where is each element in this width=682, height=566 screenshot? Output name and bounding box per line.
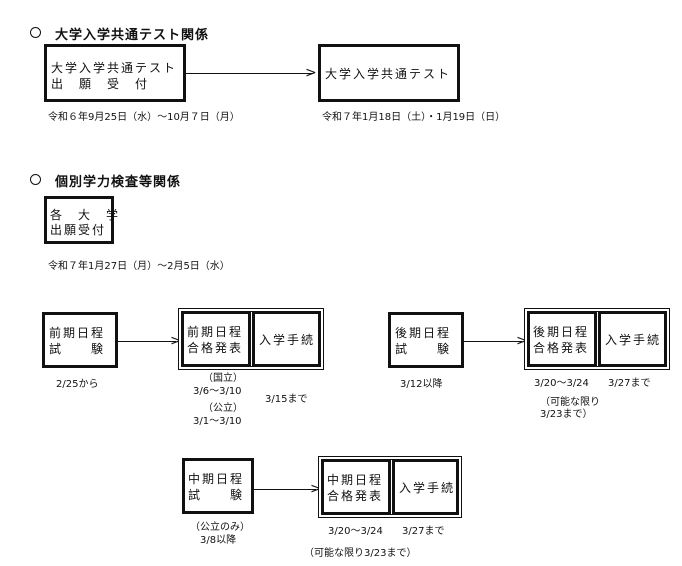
univ-apply-box: 各 大 学 出願受付 — [44, 196, 118, 244]
chuuki-exam-note: （公立のみ） — [190, 522, 250, 533]
section-header-individual: 個別学力検査等関係 — [30, 171, 181, 190]
kouki-exam-line2: 試 験 — [395, 342, 452, 356]
kouki-enroll-label: 入学手続 — [605, 333, 662, 347]
zenki-enroll-label: 入学手続 — [259, 333, 316, 347]
chuuki-exam-box: 中期日程 試 験 — [182, 458, 254, 514]
chuuki-exam-line2: 試 験 — [188, 488, 245, 502]
zenki-exam-line2: 試 験 — [49, 342, 106, 356]
zenki-note-kokuritsu: （国立） — [203, 373, 243, 384]
common-test-apply-line1: 大学入学共通テスト — [51, 61, 178, 75]
chuuki-enroll-label: 入学手続 — [399, 481, 456, 495]
kouki-exam-line1: 後期日程 — [395, 326, 452, 340]
kouki-exam-box: 後期日程 試 験 — [388, 312, 464, 368]
kouki-enroll-box: 入学手続 — [598, 311, 667, 367]
univ-apply-date: 令和７年1月27日（月）〜2月5日（水） — [48, 261, 230, 272]
kouki-result-note2: 3/23まで） — [540, 409, 593, 420]
zenki-date-kouritsu: 3/1〜3/10 — [193, 416, 242, 427]
kouki-enroll-date: 3/27まで — [608, 378, 651, 389]
common-test-apply-date: 令和６年9月25日（水）〜10月７日（月） — [48, 112, 240, 123]
common-test-date: 令和７年1月18日（土）・1月19日（日） — [322, 112, 506, 123]
zenki-result-box: 前期日程 合格発表 — [181, 311, 251, 367]
chuuki-enroll-box: 入学手続 — [392, 459, 459, 515]
univ-apply-line2: 出願受付 — [50, 223, 107, 237]
arrow-right-icon: > — [310, 481, 322, 497]
section-header-common-test: 大学入学共通テスト関係 — [30, 24, 209, 43]
chuuki-result-date: 3/20〜3/24 — [328, 526, 383, 537]
chuuki-result-line1: 中期日程 — [327, 473, 384, 487]
zenki-exam-line1: 前期日程 — [49, 326, 106, 340]
univ-apply-line1: 各 大 学 — [50, 208, 121, 222]
common-test-apply-box: 大学入学共通テスト 出 願 受 付 — [44, 44, 186, 102]
zenki-result-line1: 前期日程 — [187, 325, 244, 339]
common-test-box: 大学入学共通テスト — [318, 44, 460, 102]
zenki-date-kokuritsu: 3/6〜3/10 — [193, 386, 242, 397]
arrow-right-icon: > — [170, 333, 182, 349]
chuuki-enroll-date: 3/27まで — [402, 526, 445, 537]
chuuki-exam-line1: 中期日程 — [188, 472, 245, 486]
zenki-enroll-box: 入学手続 — [252, 311, 321, 367]
arrow-right-icon: > — [516, 333, 528, 349]
chuuki-exam-date: 3/8以降 — [200, 535, 237, 546]
kouki-result-note1: （可能な限り — [540, 397, 600, 408]
arrow-line — [464, 341, 522, 343]
arrow-line — [254, 489, 316, 491]
circle-bullet-icon — [30, 27, 41, 38]
arrow-line — [118, 341, 176, 343]
kouki-result-date: 3/20〜3/24 — [534, 378, 589, 389]
kouki-exam-date: 3/12以降 — [400, 379, 443, 390]
arrow-line — [186, 73, 312, 75]
zenki-result-line2: 合格発表 — [187, 341, 244, 355]
chuuki-result-line2: 合格発表 — [327, 489, 384, 503]
common-test-label: 大学入学共通テスト — [325, 67, 452, 81]
chuuki-result-box: 中期日程 合格発表 — [321, 459, 391, 515]
zenki-enroll-date: 3/15まで — [265, 394, 308, 405]
kouki-result-box: 後期日程 合格発表 — [527, 311, 597, 367]
kouki-result-line1: 後期日程 — [533, 325, 590, 339]
common-test-apply-line2: 出 願 受 付 — [51, 77, 150, 91]
arrow-right-icon: > — [305, 65, 317, 81]
kouki-result-line2: 合格発表 — [533, 341, 590, 355]
zenki-note-kouritsu: （公立） — [203, 403, 243, 414]
zenki-exam-date: 2/25から — [56, 379, 99, 390]
chuuki-footnote: （可能な限り3/23まで） — [304, 548, 417, 559]
circle-bullet-icon — [30, 174, 41, 185]
zenki-exam-box: 前期日程 試 験 — [42, 312, 118, 368]
